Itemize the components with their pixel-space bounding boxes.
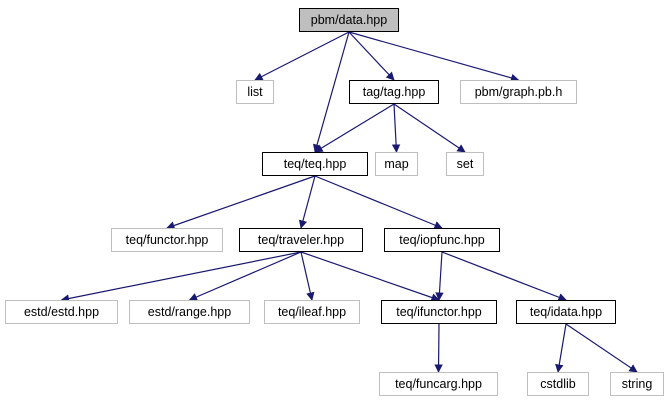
edge-traveler-to-estd [60, 251, 302, 303]
node-list[interactable]: list [236, 80, 274, 104]
node-string[interactable]: string [610, 372, 664, 396]
node-teq-funcarg-hpp[interactable]: teq/funcarg.hpp [379, 372, 498, 396]
node-estd-range-hpp[interactable]: estd/range.hpp [129, 300, 250, 324]
edge-tag-to-teq [314, 103, 395, 153]
edge-root-to-teq [313, 31, 350, 153]
edge-traveler-to-ileaf [300, 251, 315, 301]
node-teq-ifunctor-hpp[interactable]: teq/ifunctor.hpp [381, 300, 497, 324]
node-pbm-data-hpp[interactable]: pbm/data.hpp [299, 8, 399, 32]
edge-teq-to-functor [166, 175, 316, 230]
edge-idata-to-cstdlib [555, 323, 567, 373]
node-tag-tag-hpp[interactable]: tag/tag.hpp [349, 80, 439, 104]
edge-traveler-to-range [188, 251, 302, 301]
edge-idata-to-string [565, 323, 638, 373]
node-teq-iopfunc-hpp[interactable]: teq/iopfunc.hpp [384, 228, 500, 252]
node-teq-ileaf-hpp[interactable]: teq/ileaf.hpp [264, 300, 360, 324]
node-set[interactable]: set [446, 152, 484, 176]
node-map[interactable]: map [375, 152, 418, 176]
node-teq-idata-hpp[interactable]: teq/idata.hpp [516, 300, 616, 324]
edge-ifunctor-to-funcarg [434, 323, 443, 373]
edge-traveler-to-ifunctor [300, 251, 440, 302]
edge-root-to-list [254, 31, 350, 81]
edge-root-to-graph [348, 31, 520, 82]
node-pbm-graph-pb-h[interactable]: pbm/graph.pb.h [460, 80, 577, 104]
edge-layer [60, 31, 638, 373]
node-teq-traveler-hpp[interactable]: teq/traveler.hpp [239, 228, 363, 252]
edge-tag-to-map [391, 103, 401, 153]
node-teq-teq-hpp[interactable]: teq/teq.hpp [262, 152, 368, 176]
edge-iopfunc-to-idata [441, 251, 567, 302]
edge-tag-to-set [393, 103, 466, 153]
node-estd-estd-hpp[interactable]: estd/estd.hpp [5, 300, 118, 324]
node-cstdlib[interactable]: cstdlib [527, 372, 589, 396]
edge-root-to-tag [348, 31, 395, 81]
node-teq-functor-hpp[interactable]: teq/functor.hpp [111, 228, 223, 252]
edge-teq-to-traveler [298, 175, 316, 229]
edge-teq-to-iopfunc [314, 175, 443, 230]
edge-iopfunc-to-ifunctor [435, 251, 444, 301]
